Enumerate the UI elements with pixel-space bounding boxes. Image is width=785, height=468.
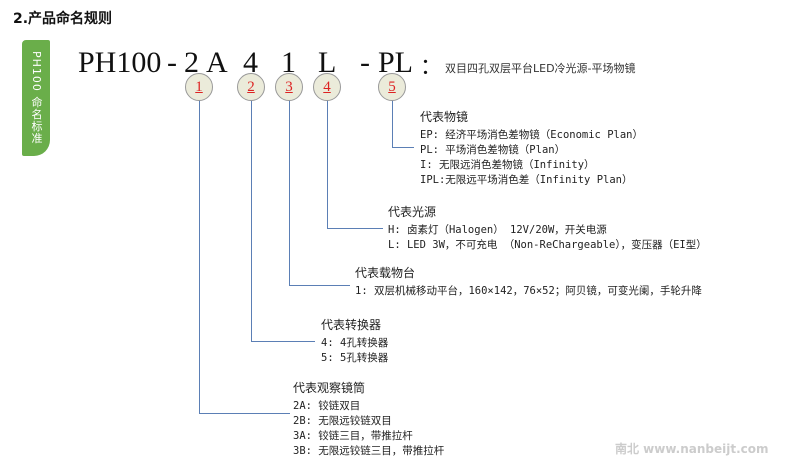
marker-2: 2 — [237, 73, 265, 101]
naming-standard-tab: PH100 命名标准 — [22, 40, 50, 156]
block-heading: 代表光源 — [388, 205, 437, 219]
marker-3: 3 — [275, 73, 303, 101]
list-item: 2B: 无限远铰链双目 — [293, 415, 392, 427]
list-item: H: 卤素灯（Halogen） 12V/20W，开关电源 — [388, 224, 607, 236]
list-item: 2A: 铰链双目 — [293, 400, 361, 412]
list-item: 3B: 无限远铰链三目，带推拉杆 — [293, 445, 445, 457]
connector-line — [392, 100, 393, 148]
list-item: IPL:无限远平场消色差（Infinity Plan） — [420, 174, 633, 186]
model-part: 4 — [243, 46, 258, 79]
list-item: 5: 5孔转换器 — [321, 352, 389, 364]
list-item: EP: 经济平场消色差物镜（Economic Plan） — [420, 129, 643, 141]
list-item: L: LED 3W，不可充电 （Non-ReChargeable），变压器（EI… — [388, 239, 707, 251]
block-heading: 代表载物台 — [355, 266, 416, 280]
list-item: 4: 4孔转换器 — [321, 337, 389, 349]
connector-line — [199, 413, 290, 414]
section-title: 2.产品命名规则 — [13, 11, 113, 27]
model-part: ： — [420, 54, 443, 79]
list-item: 3A: 铰链三目，带推拉杆 — [293, 430, 413, 442]
model-part: 1 — [281, 46, 296, 79]
block-heading: 代表物镜 — [420, 110, 469, 124]
connector-line — [289, 285, 350, 286]
model-part: A — [206, 46, 228, 79]
connector-line — [251, 100, 252, 342]
model-part: PH100 — [78, 46, 162, 79]
model-description: 双目四孔双层平台LED冷光源-平场物镜 — [445, 62, 636, 75]
viewing-head-block: 代表观察镜筒 2A: 铰链双目 2B: 无限远铰链双目 3A: 铰链三目，带推拉… — [293, 381, 444, 459]
block-heading: 代表转换器 — [321, 318, 382, 332]
connector-line — [327, 228, 383, 229]
marker-4: 4 — [313, 73, 341, 101]
light-source-block: 代表光源 H: 卤素灯（Halogen） 12V/20W，开关电源 L: LED… — [388, 205, 707, 253]
block-heading: 代表观察镜筒 — [293, 381, 366, 395]
marker-1: 1 — [185, 73, 213, 101]
connector-line — [392, 147, 414, 148]
list-item: 1: 双层机械移动平台，160×142，76×52；阿贝镜，可变光阑，手轮升降 — [355, 285, 702, 297]
model-part: 2 — [184, 46, 199, 79]
list-item: PL: 平场消色差物镜（Plan） — [420, 144, 566, 156]
connector-line — [327, 100, 328, 229]
connector-line — [289, 100, 290, 286]
model-part: L — [318, 46, 337, 79]
marker-5: 5 — [378, 73, 406, 101]
connector-line — [251, 341, 315, 342]
objective-block: 代表物镜 EP: 经济平场消色差物镜（Economic Plan） PL: 平场… — [420, 110, 643, 188]
nosepiece-block: 代表转换器 4: 4孔转换器 5: 5孔转换器 — [321, 318, 388, 366]
watermark: 南北 www.nanbeijt.com — [615, 442, 769, 456]
stage-block: 代表载物台 1: 双层机械移动平台，160×142，76×52；阿贝镜，可变光阑… — [355, 266, 702, 299]
model-part: - — [167, 46, 177, 79]
connector-line — [199, 100, 200, 414]
model-part: - — [360, 46, 370, 79]
list-item: I: 无限远消色差物镜（Infinity） — [420, 159, 595, 171]
